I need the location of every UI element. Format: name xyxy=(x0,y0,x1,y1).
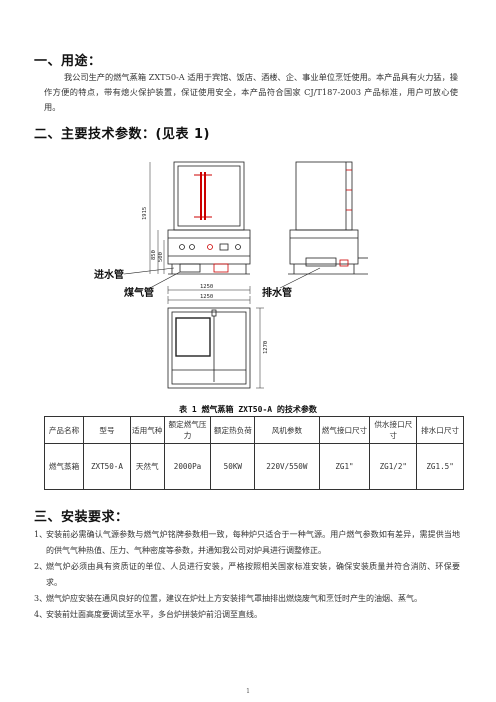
header-cell: 排水口尺寸 xyxy=(416,416,464,444)
list-item-text: 安装前必需确认气源参数与燃气炉铭牌参数相一致，每种炉只适合于一种气源。用户燃气参… xyxy=(46,530,460,555)
section2-title: 二、主要技术参数：(见表 1) xyxy=(34,127,210,142)
table-cell: 220V/550W xyxy=(254,443,320,490)
list-item: 1、 安装前必需确认气源参数与燃气炉铭牌参数相一致，每种炉只适合于一种气源。用户… xyxy=(34,527,460,559)
front-view xyxy=(149,161,251,294)
header-cell: 适用气种 xyxy=(129,416,165,444)
list-item-number: 1、 xyxy=(34,530,48,539)
list-item-number: 3、 xyxy=(34,594,48,603)
list-item-number: 2、 xyxy=(34,562,48,571)
install-requirements-list: 1、 安装前必需确认气源参数与燃气炉铭牌参数相一致，每种炉只适合于一种气源。用户… xyxy=(34,527,460,623)
list-item-number: 4、 xyxy=(34,610,48,619)
list-item: 4、 安装前灶面高度要调试至水平，多台炉拼装炉前沿调至直线。 xyxy=(34,607,460,623)
table-cell: 2000Pa xyxy=(163,443,212,490)
spec-table: 产品名称 型号 适用气种 额定燃气压力 额定热负荷 风机参数 燃气接口尺寸 供水… xyxy=(43,416,464,490)
dim-1250-plan: 1250 xyxy=(200,294,213,300)
header-cell: 产品名称 xyxy=(43,416,85,444)
list-item: 2、 燃气炉必须由具有资质证的单位、人员进行安装，严格按照相关国家标准安装，确保… xyxy=(34,559,460,591)
table-cell: ZXT50-A xyxy=(83,443,131,490)
list-item-text: 燃气炉应安装在通风良好的位置，建议在炉灶上方安装排气罩抽排出燃烧废气和烹饪时产生… xyxy=(46,594,422,603)
dim-1270: 1270 xyxy=(263,341,269,354)
technical-drawing: 1915 850 500 1250 1250 1270 进水管 煤气管 排水管 xyxy=(94,161,368,389)
label-drain-pipe: 排水管 xyxy=(262,286,292,299)
label-water-inlet: 进水管 xyxy=(94,268,124,281)
label-gas-pipe: 煤气管 xyxy=(124,286,154,299)
dim-850: 850 xyxy=(151,250,157,260)
section3-title: 三、安装要求： xyxy=(34,510,129,525)
side-view xyxy=(288,161,368,275)
list-item-text: 安装前灶面高度要调试至水平，多台炉拼装炉前沿调至直线。 xyxy=(46,610,262,619)
list-item-text: 燃气炉必须由具有资质证的单位、人员进行安装，严格按照相关国家标准安装，确保安装质… xyxy=(46,562,460,587)
page-number: 1 xyxy=(246,688,250,695)
table-row: 燃气蒸箱 ZXT50-A 天然气 2000Pa 50KW 220V/550W Z… xyxy=(43,443,464,490)
table-header-row: 产品名称 型号 适用气种 额定燃气压力 额定热负荷 风机参数 燃气接口尺寸 供水… xyxy=(43,416,464,444)
table-cell: 50KW xyxy=(210,443,256,490)
list-item: 3、 燃气炉应安装在通风良好的位置，建议在炉灶上方安装排气罩抽排出燃烧废气和烹饪… xyxy=(34,591,460,607)
table-caption: 表 1 燃气蒸箱 ZXT50-A 的技术参数 xyxy=(179,405,317,414)
dim-1915: 1915 xyxy=(142,207,148,220)
header-cell: 燃气接口尺寸 xyxy=(318,416,371,444)
dim-500: 500 xyxy=(158,252,164,262)
header-cell: 额定热负荷 xyxy=(210,416,256,444)
table-cell: ZG1/2" xyxy=(369,443,418,490)
header-cell: 型号 xyxy=(83,416,131,444)
header-cell: 风机参数 xyxy=(254,416,320,444)
section1-body: 我公司生产的燃气蒸箱 ZXT50-A 适用于宾馆、饭店、酒楼、企、事业单位烹饪使… xyxy=(44,72,458,112)
table-cell: ZG1.5" xyxy=(416,443,464,490)
plan-view xyxy=(167,296,264,389)
dim-1250-top: 1250 xyxy=(200,284,213,290)
header-cell: 额定燃气压力 xyxy=(163,416,212,444)
table-cell: 燃气蒸箱 xyxy=(43,443,85,490)
table-cell: 天然气 xyxy=(129,443,165,490)
header-cell: 供水接口尺寸 xyxy=(369,416,418,444)
table-cell: ZG1" xyxy=(318,443,371,490)
section1-title: 一、用途： xyxy=(34,54,102,69)
